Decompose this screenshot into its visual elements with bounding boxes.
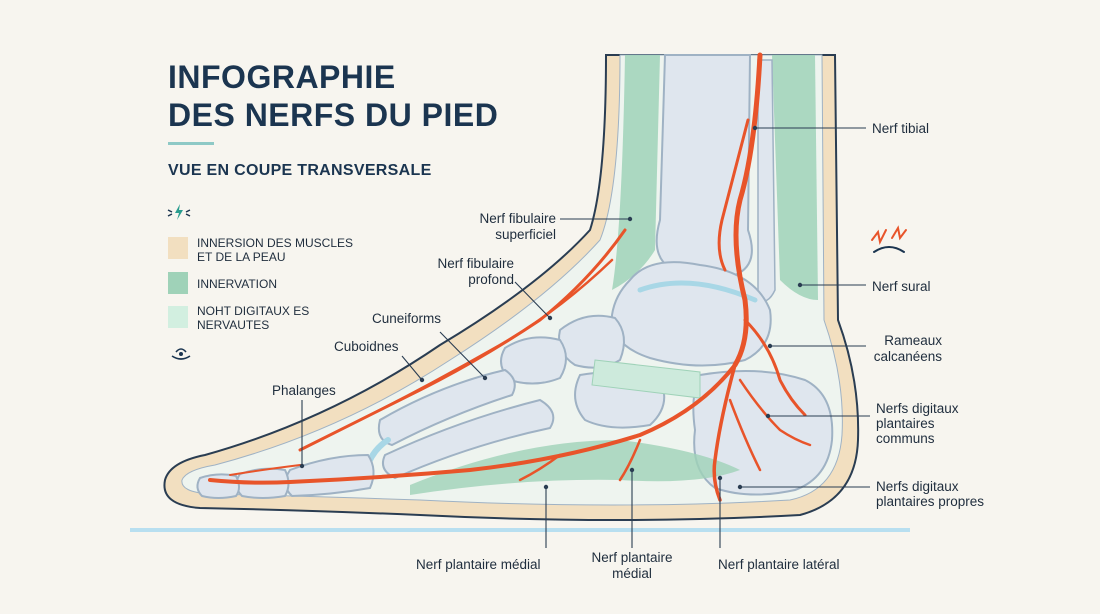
phalanx-distal [196,473,240,499]
label-nerf-sural: Nerf sural [872,279,931,294]
label-fibulaire-profond-1: Nerf fibulaire [437,256,514,271]
legend-label-digital: NOHT DIGITAUX ES NERVAUTES [197,304,310,332]
label-digitaux-communs-3: communs [876,431,935,446]
page-title: INFOGRAPHIE DES NERFS DU PIED [168,58,498,134]
label-digitaux-communs-1: Nerfs digitaux [876,401,959,416]
label-cuboidnes: Cuboidnes [334,339,399,354]
legend-swatch-skin [168,237,188,259]
label-fibulaire-profond-2: profond [468,272,514,287]
navicular-bone [558,314,625,369]
legend-swatch-digital [168,306,188,328]
lateral-plantar-nerve [712,363,737,502]
label-nerf-tibial: Nerf tibial [872,121,930,136]
superficial-fibular-nerve [358,258,614,422]
label-plantaire-medial-left: Nerf plantaire médial [416,557,541,572]
label-cuneiforms: Cuneiforms [372,311,442,326]
label-digitaux-communs-2: plantaires [876,416,935,431]
label-phalanges: Phalanges [272,383,336,398]
label-plantaire-medial-center-2: médial [612,566,652,581]
calcaneal-branch [743,318,807,417]
calcaneus-bone [692,370,834,496]
label-fibulaire-superficiel-1: Nerf fibulaire [479,211,556,226]
digital-branch-2 [728,398,762,472]
tibial-branch-left [717,118,750,272]
leader-fibulaire-profond [514,281,551,319]
legend-label-innervation: INNERVATION [197,277,278,291]
label-rameaux-2: calcanéens [873,349,942,364]
leader-cuboidnes [401,355,423,381]
label-plantaire-lateral: Nerf plantaire latéral [718,557,840,572]
leader-cuneiforms [439,331,486,379]
ground-line [130,528,910,532]
label-digitaux-propres-2: plantaires propres [876,494,985,509]
lightning-nerve-icon [166,202,192,227]
legend-label-skin: INNERSION DES MUSCLES ET DE LA PEAU [197,236,354,264]
label-plantaire-medial-center-1: Nerf plantaire [591,550,673,565]
nerve-network [208,52,812,502]
medial-plantar-nerve [208,363,737,485]
legend-swatch-innervation [168,272,188,294]
digital-branch-3 [618,438,642,482]
plantar-muscle [410,440,740,495]
title-underline [168,142,214,145]
title-line-2: DES NERFS DU PIED [168,97,499,133]
fibula-bone [757,59,776,302]
leg-muscle-right [772,55,818,300]
foot-cross-section-icon [168,342,194,369]
title-line-1: INFOGRAPHIE [168,59,396,95]
digital-branch-1 [738,378,812,447]
leader-dots [299,125,803,490]
label-rameaux-1: Rameaux [884,333,942,348]
label-fibulaire-superficiel-2: superficiel [495,227,556,242]
digital-branch-4 [518,453,562,482]
toe-branch [229,464,301,476]
subtitle: VUE EN COUPE TRANSVERSALE [168,162,432,179]
leader-lines [301,127,870,548]
pain-spark-icon [871,225,907,253]
ankle-cartilage [637,280,758,303]
label-digitaux-propres-1: Nerfs digitaux [876,479,959,494]
